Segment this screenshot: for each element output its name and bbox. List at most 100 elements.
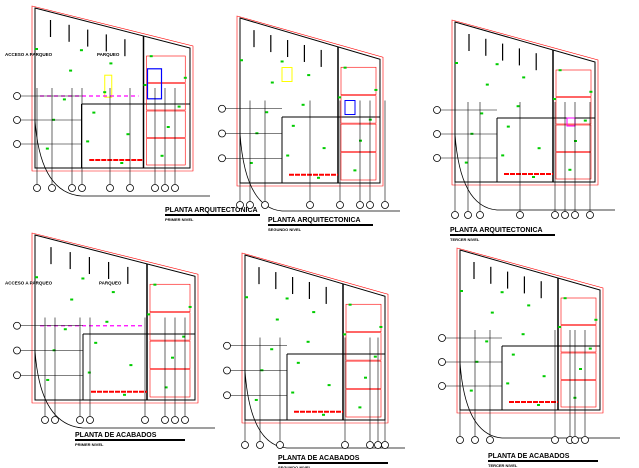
level-marker	[343, 333, 346, 336]
furniture	[344, 100, 356, 115]
axis-bubble	[76, 416, 84, 424]
axis-bubble	[433, 106, 441, 114]
axis-bubble	[571, 436, 579, 444]
level-marker	[69, 69, 73, 72]
level-marker	[338, 96, 341, 99]
axis-bubble	[13, 346, 21, 355]
level-marker	[490, 311, 494, 314]
level-marker	[280, 60, 284, 63]
level-marker	[506, 125, 510, 128]
level-marker	[527, 304, 531, 307]
room	[149, 283, 191, 312]
level-marker	[149, 55, 153, 58]
level-marker	[568, 168, 572, 171]
dimension-outline	[31, 232, 199, 404]
level-marker	[558, 69, 562, 72]
level-marker	[348, 303, 352, 306]
access-label: ACCESO A PARQUEO	[5, 281, 53, 286]
axis-bubble	[451, 211, 459, 219]
title-underline	[278, 462, 388, 464]
axis-bubble	[126, 184, 134, 192]
level-marker	[532, 176, 535, 178]
room	[345, 389, 382, 418]
room	[149, 340, 191, 369]
level-marker	[373, 355, 377, 358]
access-label: ACCESO A PARQUEO	[5, 52, 53, 57]
axis-bubble	[246, 201, 254, 209]
sidewalk-curve	[34, 350, 215, 429]
level-marker	[87, 371, 91, 374]
axis-bubble	[306, 201, 314, 209]
axis-bubble	[366, 441, 374, 449]
level-marker	[374, 88, 378, 91]
title-underline	[488, 460, 598, 462]
axis-bubble	[433, 130, 441, 138]
axis-bubble	[341, 441, 349, 449]
level-marker	[270, 81, 274, 84]
axis-bubble	[256, 441, 264, 449]
level-marker	[81, 277, 85, 280]
dimension-outline	[236, 15, 384, 187]
plan-title: PLANTA ARQUITECTONICA	[165, 207, 258, 214]
sidewalk-curve	[454, 133, 615, 211]
axis-bubble	[374, 441, 382, 449]
axis-bubble	[276, 441, 284, 449]
room	[340, 152, 377, 181]
level-marker	[537, 404, 540, 406]
plan-subtitle: PRIMER NIVEL	[165, 217, 194, 222]
axis-bubble	[13, 116, 21, 124]
level-marker	[296, 361, 300, 364]
level-marker	[469, 389, 473, 392]
room	[560, 352, 597, 380]
level-marker	[63, 328, 67, 331]
axis-bubble	[366, 201, 374, 209]
level-marker	[583, 119, 587, 122]
plan-outline	[34, 234, 196, 401]
room	[146, 83, 186, 111]
level-marker	[353, 169, 357, 172]
axis-bubble	[223, 366, 231, 375]
level-marker	[164, 386, 168, 389]
level-marker	[79, 49, 83, 52]
level-marker	[588, 347, 592, 350]
axis-bubble	[336, 201, 344, 209]
axis-bubble	[151, 184, 159, 192]
axis-bubble	[78, 184, 86, 192]
axis-bubble	[433, 154, 441, 162]
axis-bubble	[471, 436, 479, 444]
axis-bubble	[586, 211, 594, 219]
level-marker	[270, 348, 274, 351]
sidewalk-curve	[239, 133, 400, 212]
level-marker	[306, 340, 310, 343]
furniture	[146, 68, 163, 100]
axis-bubble	[571, 211, 579, 219]
room	[149, 312, 191, 341]
axis-bubble	[438, 358, 446, 366]
level-marker	[35, 276, 38, 279]
level-marker	[86, 140, 90, 143]
stair	[281, 67, 293, 82]
title-underline	[268, 224, 373, 226]
level-marker	[70, 298, 74, 301]
axis-bubble	[68, 184, 76, 192]
plan-subtitle: TERCER NIVEL	[488, 463, 518, 468]
level-marker	[327, 384, 331, 387]
room	[560, 325, 597, 353]
level-marker	[129, 364, 133, 367]
axis-bubble	[516, 211, 524, 219]
room	[146, 138, 186, 166]
room	[146, 55, 186, 83]
level-marker	[46, 378, 50, 381]
dimension-outline	[451, 19, 599, 186]
level-marker	[574, 140, 577, 142]
level-marker	[537, 147, 541, 150]
axis-bubble	[236, 201, 244, 209]
level-marker	[594, 318, 598, 321]
level-marker	[485, 83, 489, 86]
level-marker	[358, 406, 362, 409]
room	[345, 303, 382, 332]
level-marker	[522, 76, 526, 79]
